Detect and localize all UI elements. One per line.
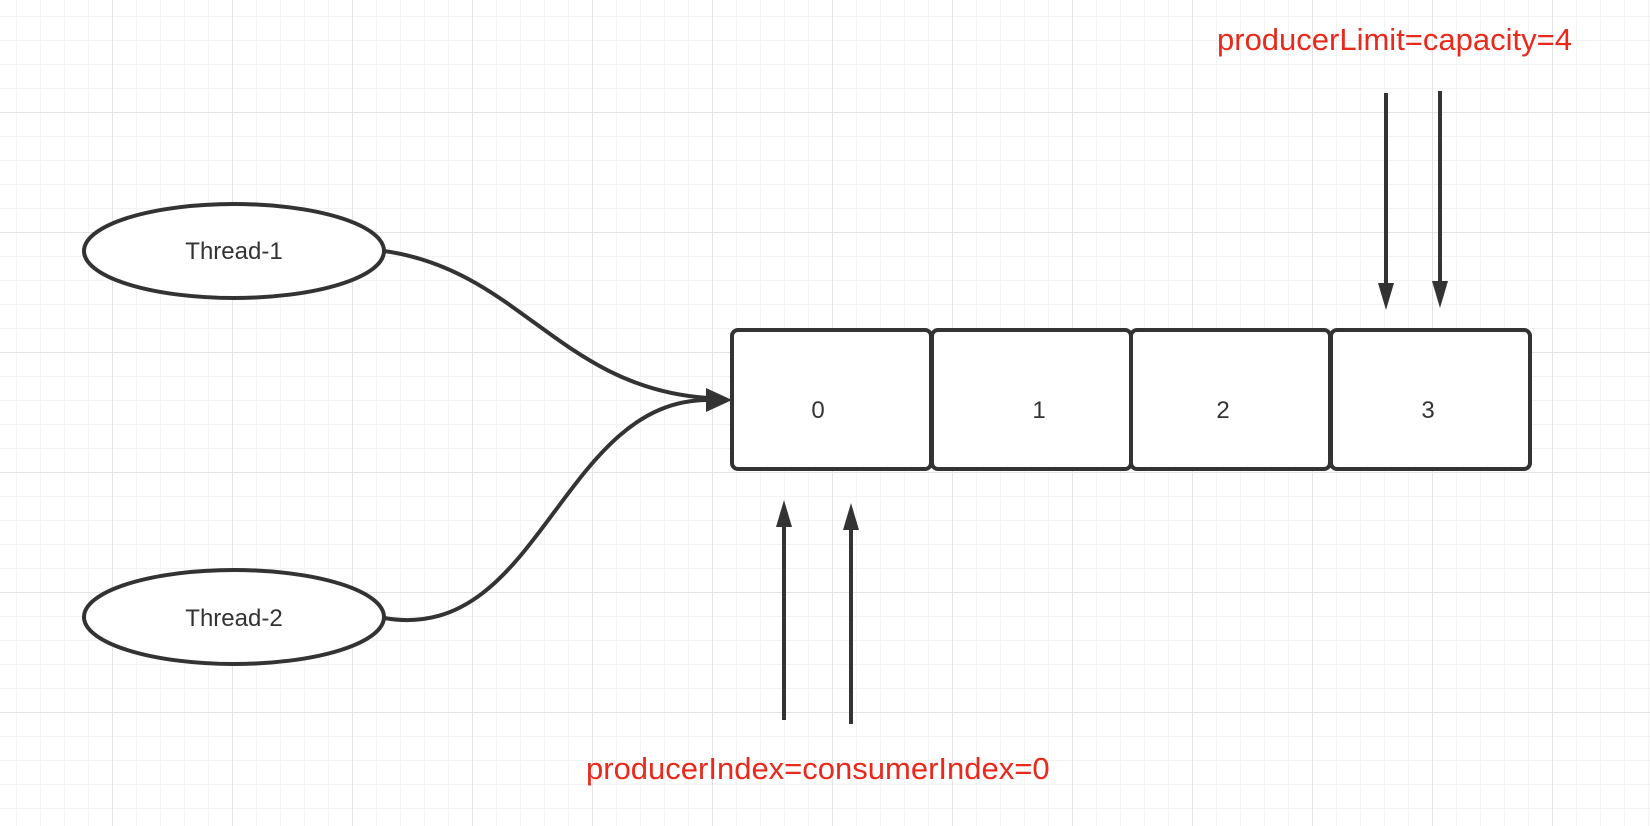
queue-cell-1[interactable]: 1 [930,328,1133,471]
producer-index-arrow-1 [776,500,792,720]
producer-limit-annotation: producerLimit=capacity=4 [1217,22,1572,57]
thread-1-label: Thread-1 [185,238,282,265]
producer-limit-arrow-1 [1378,93,1394,310]
thread-2-label: Thread-2 [185,605,282,632]
queue-cell-0[interactable]: 0 [730,328,933,471]
thread-2-connector [383,398,709,622]
thread-2-ellipse [82,568,386,666]
thread-2-node[interactable]: Thread-2 [82,568,386,666]
queue-cell-3-label: 3 [1421,397,1434,424]
queue-cell-0-box [730,328,933,471]
producer-index-annotation: producerIndex=consumerIndex=0 [586,751,1050,786]
queue-cell-2-label: 2 [1216,397,1229,424]
queue-cell-2[interactable]: 2 [1129,328,1332,471]
producer-index-arrow-2 [843,503,859,724]
queue-cell-1-label: 1 [1032,397,1045,424]
thread-1-connector [383,249,709,400]
queue-cell-2-box [1129,328,1332,471]
producer-limit-arrow-2 [1432,91,1448,308]
queue-cell-0-label: 0 [811,397,824,424]
thread-1-node[interactable]: Thread-1 [82,202,386,300]
queue-cell-3[interactable]: 3 [1329,328,1532,471]
connector-arrowhead [706,388,732,412]
queue-cell-3-box [1329,328,1532,471]
